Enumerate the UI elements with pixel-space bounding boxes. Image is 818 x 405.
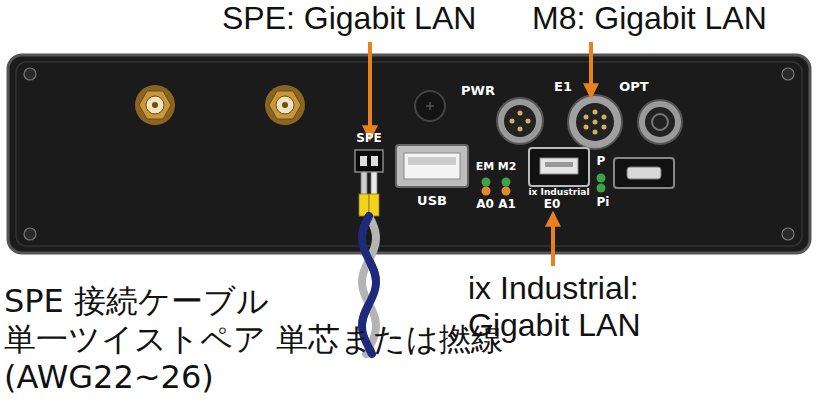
callout-text: SPE: Gigabit LAN [222, 0, 476, 37]
drawing-part [371, 172, 377, 196]
callout-text: ix Industrial: Gigabit LAN [468, 270, 728, 344]
port-label: A0 [476, 198, 494, 212]
drawing-part [589, 42, 593, 96]
drawing-part [551, 214, 555, 266]
port-label: Pi [597, 196, 610, 210]
drawing-part [510, 119, 515, 124]
m8-connector-e1 [568, 95, 622, 149]
port-label: P [597, 155, 606, 169]
drawing-part [782, 228, 794, 240]
callout-text: SPE 接続ケーブル 単一ツイストペア 単芯または撚線 (AWG22~26) [4, 282, 504, 396]
drawing-part [518, 111, 523, 116]
drawing-part [614, 158, 674, 188]
drawing-part [426, 102, 434, 110]
drawing-part [593, 120, 598, 125]
drawing-part [504, 105, 536, 137]
drawing-part [645, 107, 675, 137]
drawing-part [368, 42, 372, 138]
usb-port [396, 145, 468, 187]
callout-text: M8: Gigabit LAN [532, 0, 767, 37]
drawing-part [276, 96, 294, 114]
port-label: USB [417, 194, 447, 209]
drawing-part [576, 103, 614, 141]
drawing-part [361, 172, 367, 196]
drawing-part [282, 102, 288, 108]
drawing-part [408, 157, 456, 165]
sma-connector [265, 85, 305, 125]
drawing-part [8, 55, 810, 253]
drawing-part [135, 85, 175, 125]
drawing-part [584, 110, 607, 135]
drawing-part [24, 228, 36, 240]
ix-industrial-port [529, 148, 589, 186]
drawing-part [540, 158, 578, 174]
drawing-part [529, 148, 589, 186]
drawing-part [355, 150, 383, 172]
drawing-part [782, 68, 794, 80]
drawing-part [597, 184, 606, 193]
drawing-part [593, 130, 598, 135]
drawing-part [482, 187, 491, 196]
drawing-part [652, 114, 668, 130]
drawing-part [497, 98, 543, 144]
port-label: A1 [498, 198, 516, 212]
drawing-part [415, 91, 445, 121]
port-label: ix Industrial [529, 187, 590, 197]
drawing-part [627, 167, 661, 179]
drawing-part [593, 110, 598, 115]
port-label: PWR [461, 84, 495, 99]
drawing-part [502, 187, 511, 196]
drawing-part [482, 178, 491, 187]
drawing-part [602, 125, 607, 130]
drawing-part [526, 119, 531, 124]
port-label: EM [476, 161, 494, 174]
port-label: E1 [554, 80, 572, 95]
port-label: M2 [498, 161, 517, 174]
port-label: OPT [619, 80, 648, 95]
drawing-part [24, 68, 36, 80]
sma-connector [135, 85, 175, 125]
drawing-part [404, 153, 460, 179]
spe-connector [355, 150, 383, 172]
drawing-part [568, 95, 622, 149]
drawing-part [360, 156, 367, 166]
drawing-part [597, 174, 606, 183]
port-label: E0 [544, 198, 561, 212]
micro-usb-port [614, 158, 674, 188]
cable-strand [369, 260, 376, 280]
port-label: SPE [356, 132, 382, 146]
drawing-part [510, 111, 531, 132]
opt-connector [638, 100, 682, 144]
drawing-part [16, 62, 802, 246]
leader-arrows [370, 42, 591, 266]
drawing-part [638, 100, 682, 144]
button [415, 91, 445, 121]
drawing-part [146, 96, 164, 114]
drawing-part [545, 162, 573, 167]
cable-strand [362, 216, 369, 236]
device-housing [8, 55, 810, 253]
drawing-part [584, 125, 589, 130]
drawing-part [502, 178, 511, 187]
m8-connector-pwr [497, 98, 543, 144]
drawing-part [602, 115, 607, 120]
drawing-part [265, 85, 305, 125]
drawing-part [152, 102, 158, 108]
drawing-part [584, 115, 589, 120]
drawing-part [371, 156, 378, 166]
screws [24, 68, 794, 240]
drawing-part [269, 91, 301, 119]
drawing-part [139, 91, 171, 119]
drawing-part [518, 127, 523, 132]
drawing-part [396, 145, 468, 187]
